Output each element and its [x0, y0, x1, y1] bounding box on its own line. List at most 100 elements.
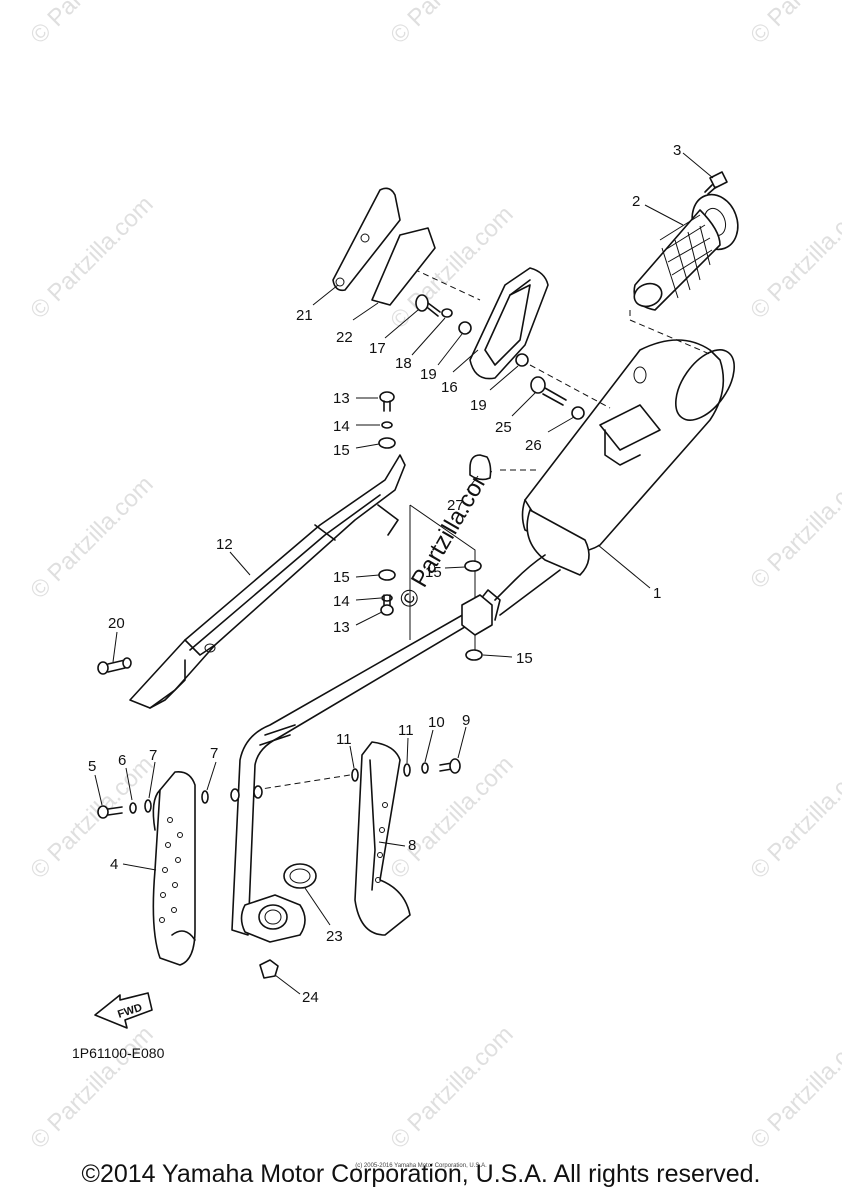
callout-11a[interactable]: 11 [336, 731, 355, 769]
svg-text:17: 17 [369, 340, 386, 357]
svg-text:1: 1 [653, 585, 661, 602]
watermark: © Partzilla.com [385, 1021, 518, 1154]
washer-11-right[interactable] [403, 763, 411, 777]
svg-text:5: 5 [88, 758, 96, 775]
callout-7a[interactable]: 7 [148, 747, 157, 799]
callout-11b[interactable]: 11 [398, 722, 414, 764]
callout-3[interactable]: 3 [673, 142, 714, 179]
svg-text:15: 15 [425, 564, 442, 581]
watermark: © Partzilla.com [745, 751, 842, 884]
callout-19a[interactable]: 19 [420, 333, 463, 383]
muffler-stay[interactable] [129, 454, 406, 709]
callout-16[interactable]: 16 [441, 349, 479, 396]
callout-9[interactable]: 9 [457, 712, 470, 759]
washer-10[interactable] [421, 762, 429, 774]
svg-text:23: 23 [326, 928, 343, 945]
bolt-20[interactable] [97, 657, 132, 675]
watermark: © Partzilla.com [745, 0, 842, 49]
callout-14a[interactable]: 14 [333, 418, 380, 435]
callout-6[interactable]: 6 [118, 752, 133, 801]
collar-19b[interactable] [515, 353, 529, 367]
callout-18[interactable]: 18 [395, 317, 446, 372]
muffler-protector-plates[interactable] [332, 187, 436, 306]
callout-20[interactable]: 20 [108, 615, 125, 663]
watermark: © Partzilla.com [25, 0, 158, 49]
svg-text:26: 26 [525, 437, 542, 454]
callout-4[interactable]: 4 [110, 856, 157, 873]
nut-24[interactable] [259, 959, 279, 979]
damper-15-upper[interactable] [378, 437, 396, 449]
callout-21[interactable]: 21 [296, 284, 339, 324]
gasket-23[interactable] [283, 863, 317, 889]
bolt-25[interactable] [530, 376, 567, 406]
callout-10[interactable]: 10 [424, 714, 445, 763]
watermark: © Partzilla.com [745, 461, 842, 594]
spark-arrester[interactable] [631, 188, 745, 311]
bolt-13-lower[interactable] [380, 594, 394, 616]
watermark: © Partzilla.com [385, 0, 518, 49]
damper-15-lower[interactable] [378, 569, 396, 581]
muffler[interactable] [494, 339, 746, 616]
callout-7b[interactable]: 7 [206, 745, 218, 791]
svg-text:15: 15 [516, 650, 533, 667]
collar-19a[interactable] [458, 321, 472, 335]
callout-5[interactable]: 5 [88, 758, 103, 806]
svg-text:12: 12 [216, 536, 233, 553]
svg-text:19: 19 [420, 366, 437, 383]
svg-text:27: 27 [447, 497, 464, 514]
damper-15-bottom[interactable] [465, 649, 483, 661]
callout-25[interactable]: 25 [495, 391, 537, 436]
callout-17[interactable]: 17 [369, 309, 419, 357]
svg-text:2: 2 [632, 193, 640, 210]
bolt-5[interactable] [97, 805, 123, 819]
svg-text:18: 18 [395, 355, 412, 372]
callout-14b[interactable]: 14 [333, 593, 382, 610]
callout-15a[interactable]: 15 [333, 442, 380, 459]
callout-15d[interactable]: 15 [482, 650, 533, 667]
washer-26[interactable] [571, 406, 585, 420]
protector-8[interactable] [354, 741, 411, 936]
exhaust-flange[interactable] [240, 894, 306, 943]
svg-text:11: 11 [336, 731, 352, 748]
callout-23[interactable]: 23 [304, 887, 343, 945]
svg-text:7: 7 [210, 745, 218, 762]
washer-14-upper[interactable] [381, 421, 393, 429]
watermark: © Partzilla.com [25, 471, 158, 604]
callout-26[interactable]: 26 [525, 416, 575, 454]
svg-text:14: 14 [333, 593, 350, 610]
callout-22[interactable]: 22 [336, 302, 379, 346]
callout-19b[interactable]: 19 [470, 365, 519, 414]
collar-7-right[interactable] [201, 790, 209, 804]
protector-4[interactable] [152, 770, 196, 966]
callout-27[interactable]: 27 [447, 475, 479, 514]
callout-13b[interactable]: 13 [333, 611, 383, 636]
bolt-17[interactable] [415, 294, 441, 317]
callout-2[interactable]: 2 [632, 193, 684, 226]
svg-text:21: 21 [296, 307, 313, 324]
washer-18[interactable] [441, 308, 453, 318]
bolt-13-upper[interactable] [379, 391, 395, 412]
callout-15c[interactable]: 15 [425, 564, 466, 581]
screw-3[interactable] [704, 171, 728, 195]
damper-27[interactable] [469, 454, 492, 481]
callout-24[interactable]: 24 [274, 974, 319, 1006]
damper-15-mid[interactable] [464, 560, 482, 572]
bolt-9[interactable] [439, 758, 461, 774]
svg-text:13: 13 [333, 619, 350, 636]
washer-11-left[interactable] [351, 768, 359, 782]
callout-15b[interactable]: 15 [333, 569, 380, 586]
svg-text:9: 9 [462, 712, 470, 729]
svg-text:6: 6 [118, 752, 126, 769]
washer-6[interactable] [129, 802, 137, 814]
callout-12[interactable]: 12 [216, 536, 251, 576]
fwd-arrow-icon: FWD [94, 992, 153, 1029]
callout-13a[interactable]: 13 [333, 390, 378, 407]
exhaust-pipe[interactable] [230, 589, 501, 936]
bracket-16[interactable] [469, 267, 549, 380]
watermark: © Partzilla.com [25, 1021, 158, 1154]
svg-text:20: 20 [108, 615, 125, 632]
callout-1[interactable]: 1 [597, 544, 661, 602]
collar-7-left[interactable] [144, 799, 152, 813]
callout-8[interactable]: 8 [378, 837, 416, 854]
svg-text:19: 19 [470, 397, 487, 414]
